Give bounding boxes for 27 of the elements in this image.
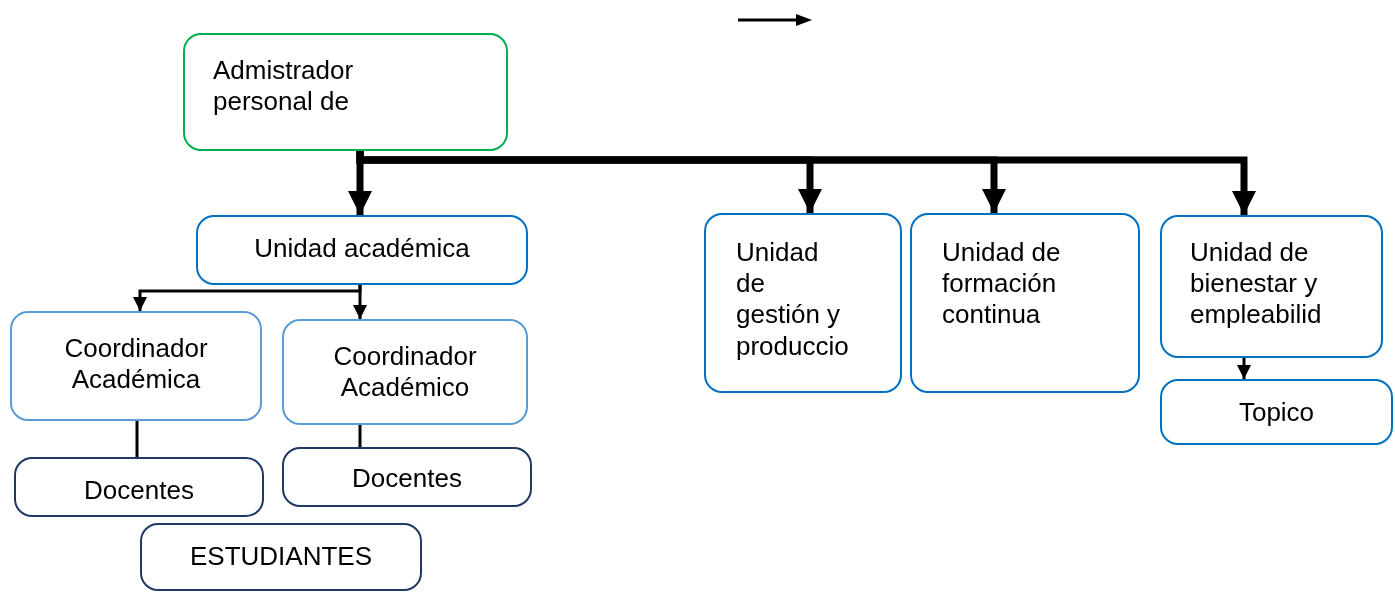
org-box <box>1160 215 1383 358</box>
box-label: Coordinador Académica <box>63 333 209 396</box>
org-box <box>910 213 1140 393</box>
box-label: Unidad de formación continua <box>942 237 1062 331</box>
org-box <box>704 213 902 393</box>
connector-line <box>358 425 362 447</box>
box-label: Unidad académica <box>253 233 471 265</box>
box-label: ESTUDIANTES <box>189 541 373 573</box>
org-box <box>1160 379 1393 445</box>
org-box <box>196 215 528 285</box>
org-box <box>282 319 528 425</box>
org-box <box>282 447 532 507</box>
org-box <box>10 311 262 421</box>
org-box <box>140 523 422 591</box>
box-label: Coordinador Académico <box>332 341 478 404</box>
box-label: Unidad de gestión y produccio <box>736 237 850 362</box>
box-label: Docentes <box>83 475 195 507</box>
box-label: Topico <box>1237 397 1316 429</box>
box-label: Admistrador personal de <box>213 55 355 118</box>
arrow <box>1237 358 1251 379</box>
box-label: Docentes <box>351 463 463 495</box>
arrow <box>353 285 367 319</box>
box-label: Unidad de bienestar y empleabilid <box>1190 237 1323 331</box>
connector-line <box>135 421 139 457</box>
org-box <box>14 457 264 517</box>
arrow <box>356 150 1256 215</box>
org-box <box>183 33 508 151</box>
